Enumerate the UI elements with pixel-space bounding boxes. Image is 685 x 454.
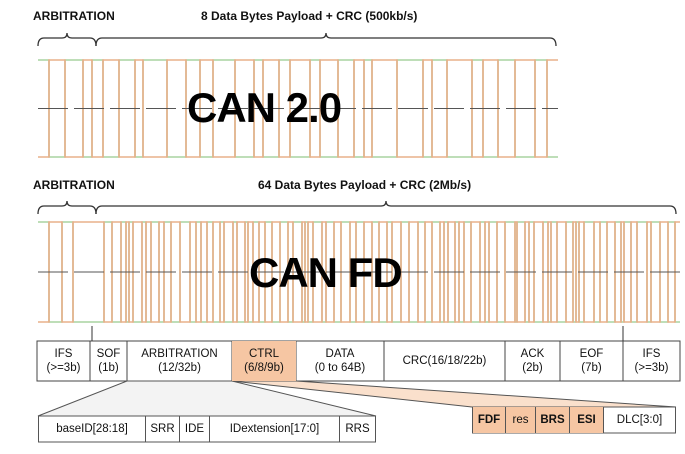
frame-field-ifs-end: IFS (>=3b) <box>623 341 680 381</box>
canfd-waveform <box>38 221 680 323</box>
can20-title: CAN 2.0 <box>187 84 342 131</box>
field-detail: (2b) <box>522 362 543 374</box>
frame-field-sof: SOF (1b) <box>90 341 127 381</box>
frame-field-ctrl: CTRL (6/8/9b) <box>232 341 296 381</box>
field-name: IFS <box>54 348 73 360</box>
canfd-payload-brace <box>95 200 677 215</box>
arb-field-idextension: IDextension[17:0] <box>210 416 340 442</box>
field-name: DATA <box>325 348 355 360</box>
arb-field-srr: SRR <box>146 416 180 442</box>
field-name: CRC(16/18/22b) <box>402 355 487 367</box>
field-detail: (12/32b) <box>158 362 201 374</box>
ctrl-field-brs: BRS <box>536 407 570 433</box>
ctrl-field-dlc: DLC[3:0] <box>604 407 676 433</box>
can20-waveform <box>38 59 558 158</box>
frame-row-border <box>36 340 681 382</box>
field-detail: (0 to 64B) <box>314 362 366 374</box>
can20-arbitration-label: ARBITRATION <box>33 9 115 23</box>
field-detail: (7b) <box>581 362 602 374</box>
field-name: SOF <box>96 348 121 360</box>
ctrl-field-fdf: FDF <box>472 407 506 433</box>
can20-payload-brace <box>95 32 557 47</box>
field-name: ARBITRATION <box>141 348 218 360</box>
frame-field-crc: CRC(16/18/22b) <box>384 341 505 381</box>
field-detail: (6/8/9b) <box>244 362 284 374</box>
canfd-title: CAN FD <box>249 249 403 296</box>
canfd-arbitration-brace <box>37 200 97 215</box>
canfd-payload-label: 64 Data Bytes Payload + CRC (2Mb/s) <box>258 178 472 192</box>
arb-field-rrs: RRS <box>340 416 376 442</box>
canfd-arbitration-label: ARBITRATION <box>33 178 115 192</box>
field-name: IFS <box>642 348 661 360</box>
frame-field-ack: ACK (2b) <box>505 341 560 381</box>
ctrl-field-res: res <box>506 407 536 433</box>
frame-field-data: DATA (0 to 64B) <box>296 341 384 381</box>
can20-arbitration-brace <box>37 32 97 47</box>
field-detail: (>=3b) <box>46 362 81 374</box>
arb-field-baseid: baseID[28:18] <box>38 416 146 442</box>
ctrl-field-esi: ESI <box>570 407 604 433</box>
field-detail: (1b) <box>98 362 119 374</box>
frame-field-arbitration: ARBITRATION (12/32b) <box>127 341 232 381</box>
frame-field-eof: EOF (7b) <box>560 341 623 381</box>
field-name: EOF <box>579 348 604 360</box>
can20-payload-label: 8 Data Bytes Payload + CRC (500kb/s) <box>201 9 418 23</box>
frame-field-ifs-start: IFS (>=3b) <box>37 341 90 381</box>
field-detail: (>=3b) <box>634 362 669 374</box>
arb-field-ide: IDE <box>180 416 210 442</box>
field-name: ACK <box>520 348 545 360</box>
field-name: CTRL <box>248 348 280 360</box>
